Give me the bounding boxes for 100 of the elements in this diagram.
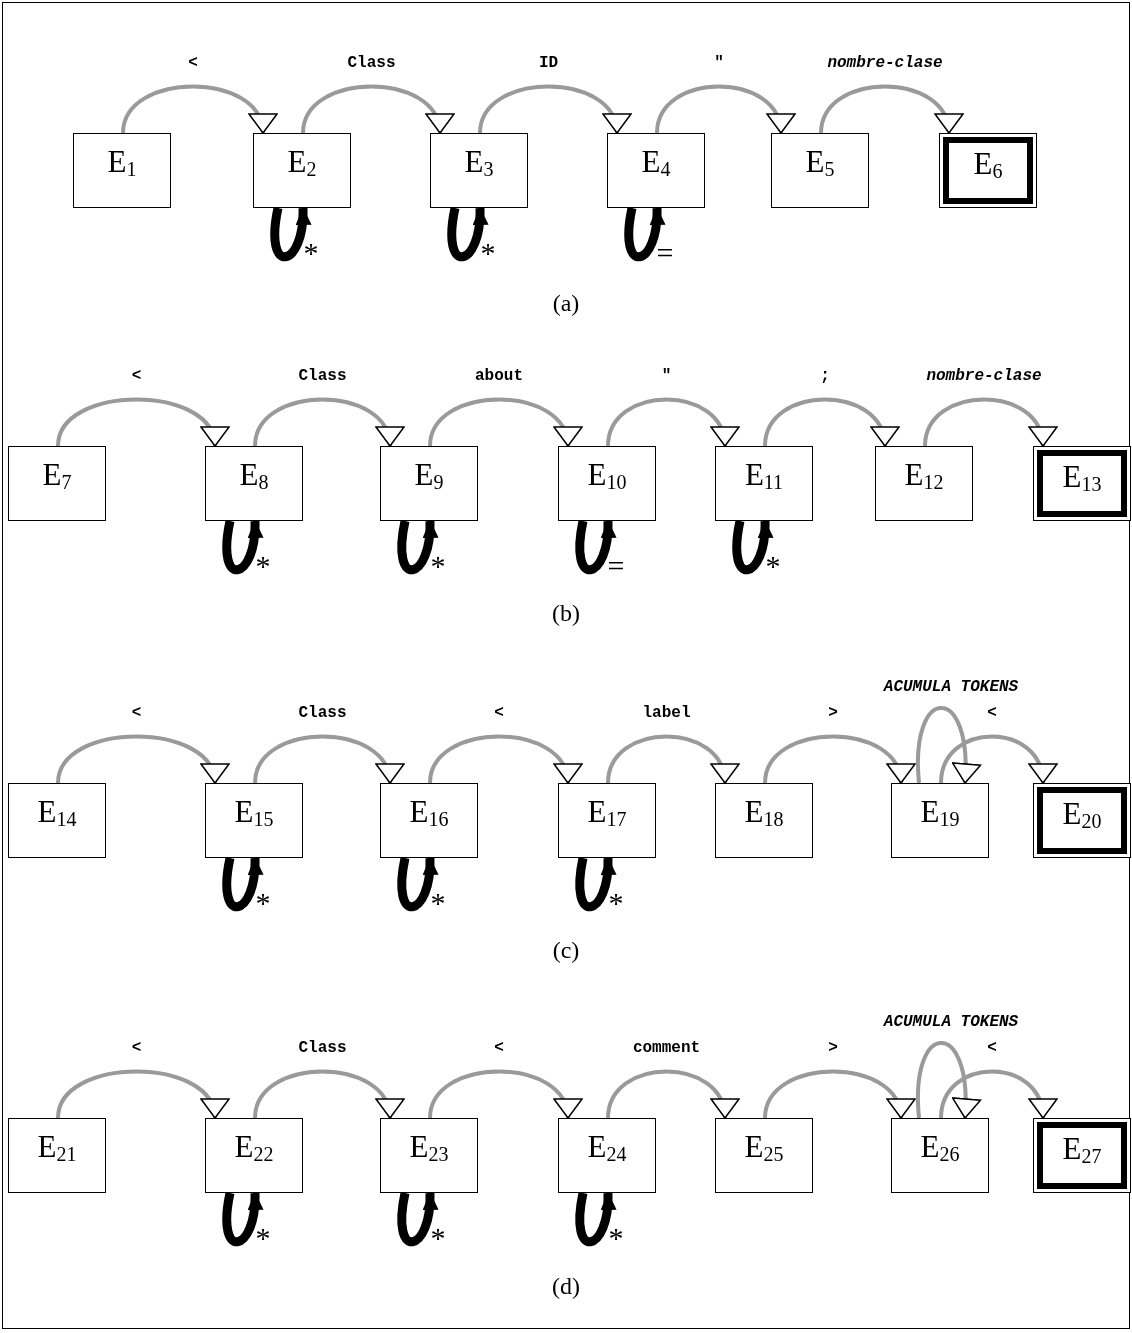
- transition-arrow: [819, 84, 961, 134]
- subfigure-caption: (b): [552, 601, 580, 625]
- state-label: E$_{23}$: [409, 1131, 449, 1162]
- state-box: [205, 1118, 303, 1193]
- edge-label: <: [987, 705, 997, 721]
- transition-arrow: [939, 1069, 1055, 1119]
- final-state-box: [1033, 1118, 1131, 1193]
- loop-arrow: [732, 520, 773, 574]
- edge-label: <: [494, 1040, 504, 1056]
- edge-label: Class: [298, 705, 347, 721]
- state-label: E$_{1}$: [107, 146, 137, 177]
- loop-arrow: [916, 1041, 981, 1119]
- state-label: E$_{18}$: [744, 796, 784, 827]
- loop-arrow: [575, 1192, 616, 1246]
- state-label: E$_{9}$: [414, 459, 444, 490]
- state-label: E$_{21}$: [37, 1131, 77, 1162]
- state-box: [875, 446, 973, 521]
- edge-label: <: [188, 55, 198, 71]
- state-label: E$_{19}$: [920, 796, 960, 827]
- state-label: E$_{26}$: [920, 1131, 960, 1162]
- edge-label: ": [661, 368, 672, 384]
- state-box: [607, 133, 705, 208]
- edge-label: ;: [820, 368, 830, 384]
- loop-arrow: [222, 1192, 263, 1246]
- state-label: E$_{14}$: [37, 796, 77, 827]
- state-box: [73, 133, 171, 208]
- state-label: E$_{8}$: [239, 459, 269, 490]
- edge-label: <: [131, 1040, 142, 1056]
- loop-arrow: [447, 207, 488, 261]
- state-box: [205, 783, 303, 858]
- edge-label: *: [430, 1223, 446, 1253]
- loop-arrow: [916, 706, 981, 784]
- state-label: E$_{27}$: [1062, 1133, 1102, 1164]
- final-state-box: [1033, 446, 1131, 521]
- loop-arrow: [397, 1192, 438, 1246]
- state-box: [380, 1118, 478, 1193]
- edge-label: comment: [632, 1040, 701, 1056]
- state-box: [715, 1118, 813, 1193]
- state-box: [891, 1118, 989, 1193]
- loop-arrow: [624, 207, 665, 261]
- state-box: [771, 133, 869, 208]
- loop-arrow: [397, 857, 438, 911]
- state-box: [253, 133, 351, 208]
- state-label: E$_{17}$: [587, 796, 627, 827]
- final-state-box: [1033, 783, 1131, 858]
- transition-arrow: [655, 84, 793, 134]
- state-box: [891, 783, 989, 858]
- state-box: [8, 1118, 106, 1193]
- edge-label: =: [607, 551, 625, 581]
- state-label: E$_{11}$: [744, 459, 784, 490]
- state-label: E$_{5}$: [805, 146, 835, 177]
- edge-label: ACUMULA TOKENS: [883, 679, 1019, 695]
- state-label: E$_{2}$: [287, 146, 317, 177]
- state-label: E$_{24}$: [587, 1131, 627, 1162]
- loop-arrow: [222, 520, 263, 574]
- loop-arrow: [222, 857, 263, 911]
- state-label: E$_{12}$: [904, 459, 944, 490]
- transition-arrow: [763, 397, 897, 447]
- loop-arrow: [575, 520, 616, 574]
- state-label: E$_{20}$: [1062, 798, 1102, 829]
- edge-label: label: [642, 705, 691, 721]
- state-box: [715, 783, 813, 858]
- edge-label: ": [714, 55, 724, 71]
- state-box: [380, 446, 478, 521]
- state-label: E$_{13}$: [1062, 461, 1102, 492]
- edge-label: *: [430, 888, 446, 918]
- edge-label: *: [608, 888, 624, 918]
- state-label: E$_{7}$: [42, 459, 72, 490]
- edge-label: about: [475, 368, 523, 384]
- edge-label: <: [987, 1040, 997, 1056]
- state-box: [430, 133, 528, 208]
- edge-label: <: [131, 368, 142, 384]
- edge-label: *: [480, 238, 496, 268]
- state-label: E$_{22}$: [234, 1131, 274, 1162]
- state-label: E$_{3}$: [464, 146, 494, 177]
- loop-arrow: [575, 857, 616, 911]
- edge-label: <: [131, 705, 142, 721]
- state-box: [558, 446, 656, 521]
- subfigure-caption: (d): [552, 1274, 580, 1298]
- edge-label: >: [828, 1040, 838, 1056]
- state-box: [380, 783, 478, 858]
- final-state-box: [939, 133, 1037, 208]
- loop-arrow: [397, 520, 438, 574]
- loop-arrow: [270, 207, 311, 261]
- edge-label: Class: [298, 368, 347, 384]
- state-label: E$_{10}$: [587, 459, 627, 490]
- edge-label: nombre-clase: [827, 55, 943, 71]
- state-label: E$_{15}$: [234, 796, 274, 827]
- state-label: E$_{4}$: [641, 146, 671, 177]
- state-label: E$_{25}$: [744, 1131, 784, 1162]
- subfigure-caption: (a): [552, 291, 580, 315]
- state-box: [8, 783, 106, 858]
- edge-label: *: [765, 551, 781, 581]
- edge-label: >: [828, 705, 838, 721]
- subfigure-caption: (c): [552, 938, 580, 962]
- edge-label: =: [656, 238, 674, 268]
- edge-label: Class: [347, 55, 396, 71]
- transition-arrow: [606, 1069, 737, 1119]
- state-label: E$_{16}$: [409, 796, 449, 827]
- transition-arrow: [923, 397, 1055, 447]
